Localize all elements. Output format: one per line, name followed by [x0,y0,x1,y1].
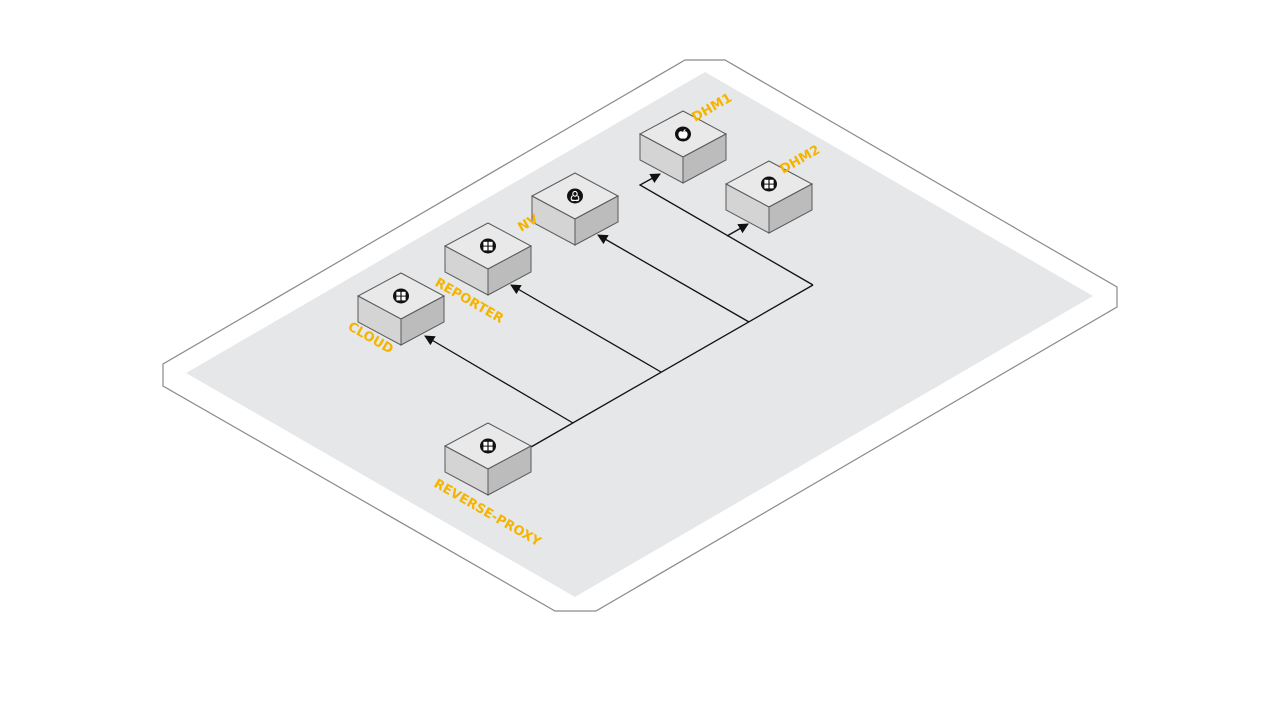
windows-icon [761,176,777,192]
connector-to-reporter [510,284,662,373]
apple-icon [675,126,691,142]
connector-to-cloud [424,335,574,424]
connector-trunk [530,284,814,448]
connector-to-dhm1 [638,173,814,286]
windows-icon [480,238,496,254]
connector-layer [424,173,814,448]
windows-icon [480,438,496,454]
connector-to-dhm2 [726,223,749,237]
linux-icon [566,187,584,205]
connector-to-nv [597,234,750,323]
windows-icon [393,288,409,304]
platform-surface [186,72,1093,597]
platform [162,59,1118,612]
